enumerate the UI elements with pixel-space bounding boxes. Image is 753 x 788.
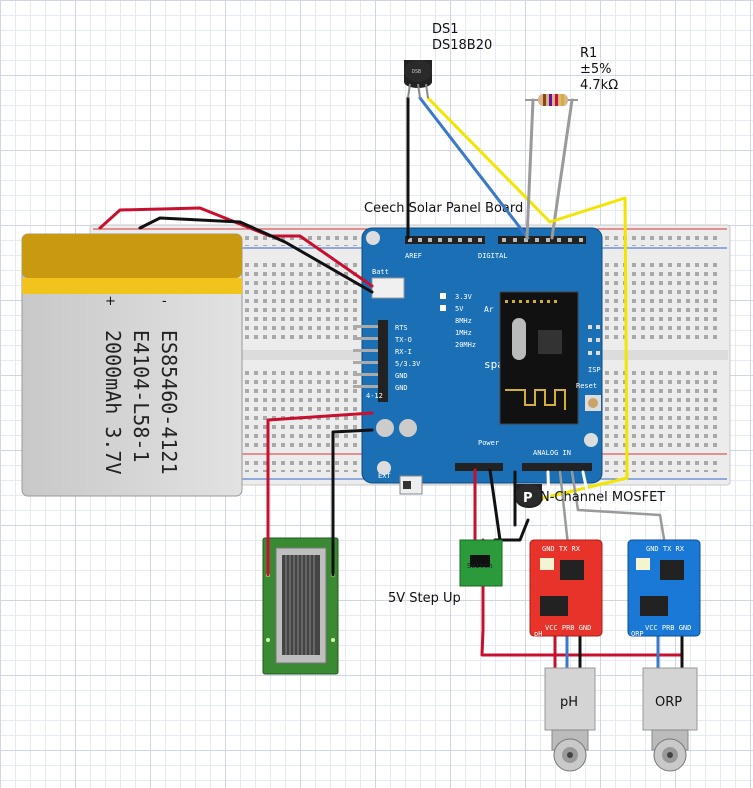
- ext-label: EXT: [378, 472, 391, 480]
- orp-probe-connector: ORP: [642, 667, 698, 772]
- mosfet-p: P: [523, 491, 533, 506]
- r1-ref: R1: [580, 46, 597, 61]
- wires: [98, 96, 684, 702]
- battery-minus: -: [162, 294, 167, 309]
- isp-label: ISP: [588, 366, 601, 374]
- analog-label: ANALOG IN: [533, 449, 571, 457]
- orp-probe-label: ORP: [655, 695, 682, 710]
- ds18b20-sensor: DSB: [404, 60, 432, 99]
- solar-panel-board: AREF DIGITAL Batt RTS TX-O RX-I 5/3.3V G…: [353, 227, 603, 495]
- step-up-module: Switch: [459, 539, 503, 587]
- sig-20mhz: 20MHz: [455, 341, 476, 349]
- v533-label: 5/3.3V: [395, 360, 421, 368]
- rxi-label: RX-I: [395, 348, 412, 356]
- ph-board-bottom: VCC PRB GND: [545, 624, 591, 632]
- ds1-part: DS18B20: [432, 38, 492, 53]
- r1-value: 4.7kΩ: [580, 78, 618, 93]
- spa-label: spa: [484, 358, 504, 371]
- r1-tol: ±5%: [580, 62, 612, 77]
- ph-probe-label: pH: [560, 695, 578, 710]
- board-title: Ceech Solar Panel Board: [364, 201, 523, 216]
- sig-3v3: 3.3V: [455, 293, 473, 301]
- power-label: Power: [478, 439, 499, 447]
- orp-board-top: GND TX RX: [646, 545, 685, 553]
- tx0-label: TX-O: [395, 336, 412, 344]
- ar-label: Ar: [484, 305, 494, 314]
- ph-probe-connector: pH: [544, 667, 596, 772]
- mosfet-label: N-Channel MOSFET: [540, 490, 665, 505]
- solar-panel: [262, 537, 339, 675]
- orp-sensor-board: GND TX RX VCC PRB GND ORP: [627, 539, 701, 638]
- rts-label: RTS: [395, 324, 408, 332]
- stepup-label: 5V Step Up: [388, 591, 461, 606]
- orp-board-bottom: VCC PRB GND: [645, 624, 691, 632]
- lipo-battery: + - ES85460-4121 E4104-L58-1 2000mAh 3.7…: [21, 233, 243, 497]
- n-channel-mosfet: P: [516, 484, 542, 508]
- battery-text-3: 2000mAh 3.7V: [101, 330, 125, 475]
- batt-label: Batt: [372, 268, 389, 276]
- ph-board-corner: pH: [534, 630, 542, 638]
- gnd1-label: GND: [395, 372, 408, 380]
- sig-1mhz: 1MHz: [455, 329, 472, 337]
- aref-label: AREF: [405, 252, 422, 260]
- digital-label: DIGITAL: [478, 252, 508, 260]
- gnd2-label: GND: [395, 384, 408, 392]
- ph-board-top: GND TX RX: [542, 545, 581, 553]
- sig-5v: 5V: [455, 305, 464, 313]
- orp-board-corner: ORP: [631, 630, 644, 638]
- v412-label: 4-12: [366, 392, 383, 400]
- switch-label: Switch: [467, 562, 492, 570]
- ph-sensor-board: GND TX RX VCC PRB GND pH: [529, 539, 603, 638]
- resistor-r1: [525, 94, 578, 106]
- ds1-ref: DS1: [432, 22, 459, 37]
- svg-text:DSB: DSB: [412, 69, 421, 75]
- battery-text-1: ES85460-4121: [157, 330, 181, 475]
- battery-text-2: E4104-L58-1: [129, 330, 153, 462]
- reset-label: Reset: [576, 382, 597, 390]
- battery-plus: +: [105, 294, 116, 309]
- sig-8mhz: 8MHz: [455, 317, 472, 325]
